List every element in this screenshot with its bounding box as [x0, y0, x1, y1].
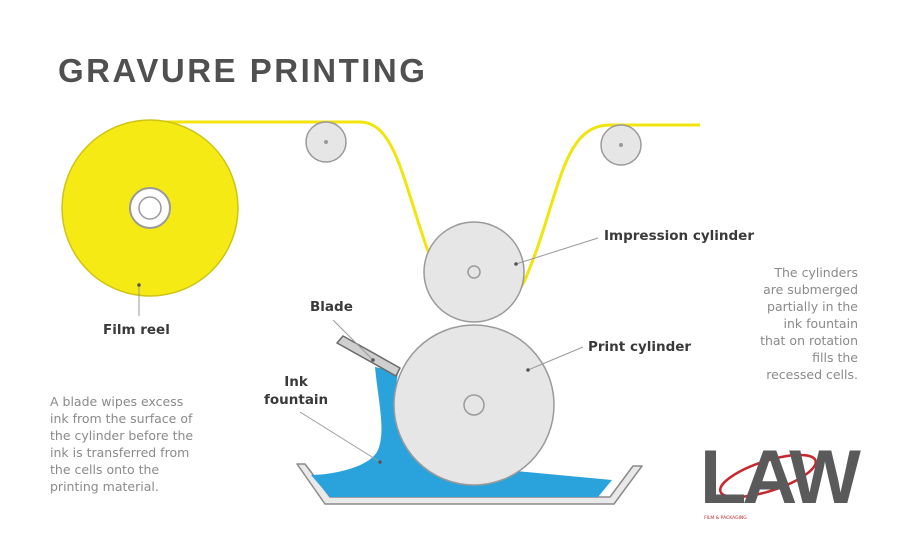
ink-fountain-label: Ink fountain: [264, 374, 329, 408]
guide-roller-left: [305, 121, 347, 163]
blade-note: A blade wipes excess ink from the surfac…: [50, 394, 194, 494]
impression-cylinder: [423, 221, 525, 323]
film-reel: [61, 119, 239, 297]
cylinder-note: The cylinders are submerged partially in…: [760, 265, 858, 382]
print-cylinder: [393, 324, 555, 486]
logo-tagline: FILM & PACKAGING: [704, 516, 747, 521]
ink-fountain: [311, 367, 612, 497]
company-logo: LAW: [700, 435, 861, 520]
leader-lines: [137, 237, 599, 464]
page-title: GRAVURE PRINTING: [58, 52, 428, 89]
blade-label: Blade: [310, 299, 353, 315]
film-reel-label: Film reel: [103, 322, 170, 338]
logo-swoosh: [718, 453, 818, 499]
print-cylinder-label: Print cylinder: [588, 339, 692, 355]
guide-roller-right: [600, 124, 642, 166]
impression-cylinder-label: Impression cylinder: [604, 228, 754, 244]
